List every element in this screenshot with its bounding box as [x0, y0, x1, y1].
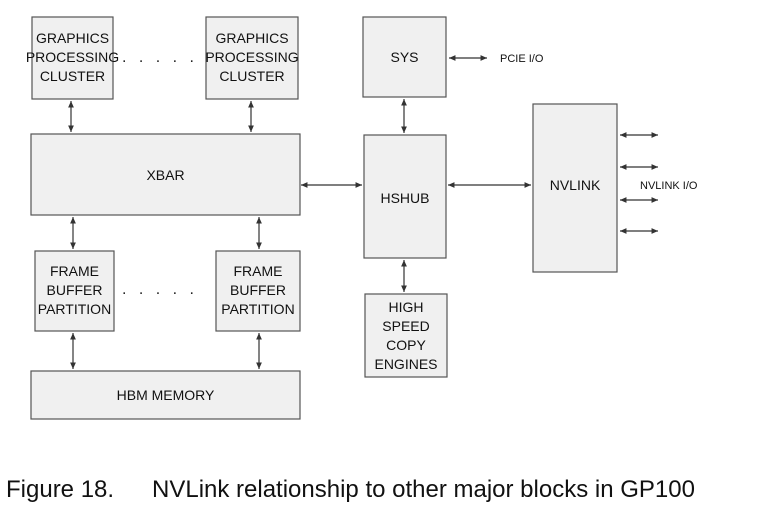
gpc-ellipsis: . . . . .	[122, 49, 198, 66]
hbm-memory-block: HBM MEMORY	[30, 370, 301, 420]
nvlink-label: NVLINK	[550, 177, 601, 193]
figure-caption-text: NVLink relationship to other major block…	[152, 476, 695, 503]
gpc-left-line-2: PROCESSING	[26, 49, 119, 65]
copy-engines-line-2: SPEED	[382, 318, 429, 334]
figure-caption: Figure 18. NVLink relationship to other m…	[6, 476, 770, 516]
gpc-left-line-1: GRAPHICS	[36, 30, 109, 46]
gpc-left-line-3: CLUSTER	[40, 68, 105, 84]
copy-engines-line-3: COPY	[386, 337, 426, 353]
fbp-ellipsis: . . . . .	[122, 281, 198, 298]
copy-engines-block: HIGH SPEED COPY ENGINES	[364, 293, 448, 378]
block-diagram: GRAPHICS PROCESSING CLUSTER . . . . . GR…	[26, 16, 698, 420]
nvlink-io-label: NVLINK I/O	[640, 180, 698, 192]
gpc-block-left: GRAPHICS PROCESSING CLUSTER	[26, 16, 119, 100]
xbar-block: XBAR	[30, 133, 301, 216]
copy-engines-line-1: HIGH	[389, 299, 424, 315]
fbp-right-line-1: FRAME	[234, 263, 283, 279]
fbp-right-line-2: BUFFER	[230, 282, 286, 298]
gpc-right-line-1: GRAPHICS	[215, 30, 288, 46]
gpc-block-right: GRAPHICS PROCESSING CLUSTER	[205, 16, 299, 100]
sys-block: SYS	[362, 16, 447, 98]
sys-label: SYS	[390, 49, 418, 65]
fbp-left-line-2: BUFFER	[47, 282, 103, 298]
connectors	[68, 55, 658, 369]
fbp-block-left: FRAME BUFFER PARTITION	[34, 250, 115, 332]
fbp-right-line-3: PARTITION	[221, 301, 294, 317]
hshub-label: HSHUB	[380, 190, 429, 206]
fbp-left-line-3: PARTITION	[38, 301, 111, 317]
fbp-block-right: FRAME BUFFER PARTITION	[215, 250, 301, 332]
figure-number: Figure 18.	[6, 476, 115, 503]
nvlink-block: NVLINK	[532, 103, 618, 273]
copy-engines-line-4: ENGINES	[374, 356, 437, 372]
pcie-io-label: PCIE I/O	[500, 53, 544, 65]
gpc-right-line-3: CLUSTER	[219, 68, 284, 84]
hbm-memory-label: HBM MEMORY	[117, 387, 215, 403]
hshub-block: HSHUB	[363, 134, 447, 259]
xbar-label: XBAR	[146, 167, 184, 183]
fbp-left-line-1: FRAME	[50, 263, 99, 279]
gpc-right-line-2: PROCESSING	[205, 49, 298, 65]
